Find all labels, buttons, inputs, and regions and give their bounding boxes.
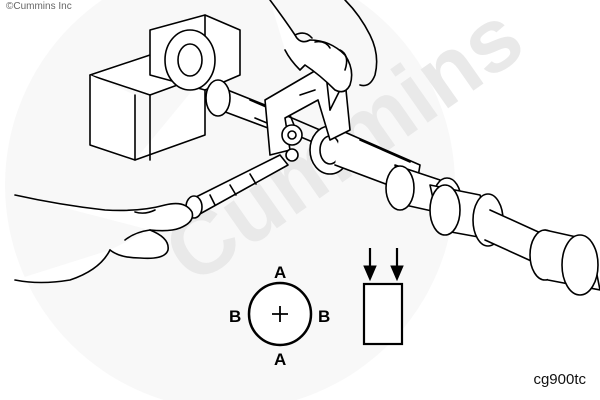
upper-hand — [269, 0, 378, 93]
dial-indicator-fixture — [264, 64, 351, 156]
lower-hand — [14, 194, 194, 284]
journal-side-view-diagram — [362, 248, 404, 346]
center-cross-icon — [272, 306, 288, 322]
label-a-bottom: A — [274, 350, 286, 369]
journal-side-view — [362, 282, 404, 346]
copyright-notice: ©Cummins Inc — [6, 1, 72, 12]
v-block-support — [89, 14, 241, 161]
arrow-down-icon — [390, 248, 404, 282]
label-a-top: A — [274, 263, 286, 282]
figure-code: cg900tc — [533, 371, 586, 388]
label-b-right: B — [318, 307, 330, 326]
camshaft — [205, 79, 600, 296]
label-b-left: B — [229, 307, 241, 326]
dial-indicator-plunger — [185, 148, 299, 219]
arrow-down-icon — [363, 248, 377, 282]
journal-measurement-diagram: A A B B — [229, 263, 330, 369]
